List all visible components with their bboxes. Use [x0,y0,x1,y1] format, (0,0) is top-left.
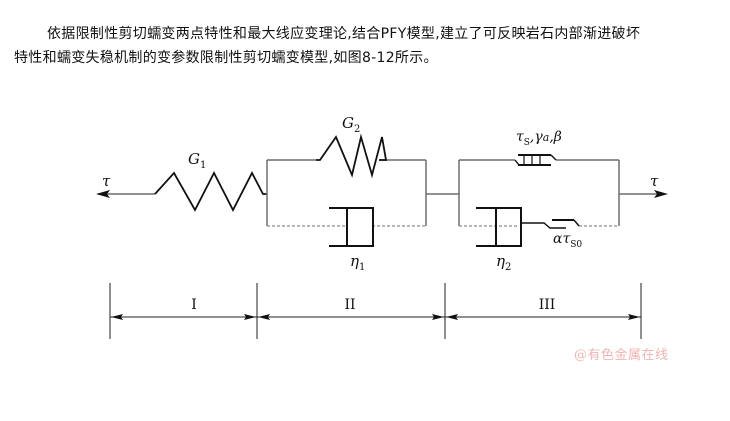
stress-label-left: τ [102,172,111,190]
watermark: @有色金属在线 [574,348,669,363]
stress-arrow-left [96,190,155,198]
slider-tau-s [514,154,557,166]
paragraph-line-1: 依据限制性剪切蠕变两点特性和最大线应变理论,结合PFY模型,建立了可反映岩石内部… [47,26,641,42]
spring-g2-label: G2 [342,114,360,135]
segment-label-1: I [191,297,197,313]
stress-label-right: τ [650,172,659,190]
description-paragraph: 依据限制性剪切蠕变两点特性和最大线应变理论,结合PFY模型,建立了可反映岩石内部… [14,22,730,70]
segment-label-2: II [344,297,355,313]
slider-tau-s-label: τS,γa,β [516,129,562,148]
spring-g1-label: G1 [188,150,206,171]
segment-dimension-lines [109,283,642,339]
segment-label-3: III [539,297,556,313]
spring-g1 [154,171,267,212]
slider-alpha-tau-s0-label: ατS0 [553,231,582,250]
paragraph-line-2: 特性和蠕变失稳机制的变参数限制性剪切蠕变模型,如图8-12所示。 [14,50,438,66]
plastic-element [458,159,620,227]
dashpot-eta1-label: η1 [350,252,365,273]
slider-alpha-tau-s0 [521,219,580,229]
dashpot-eta2 [476,207,522,247]
dashpot-eta1 [329,207,374,247]
stress-arrow-right [619,190,668,198]
dashpot-eta2-label: η2 [496,252,511,273]
spring-g2 [316,133,388,179]
